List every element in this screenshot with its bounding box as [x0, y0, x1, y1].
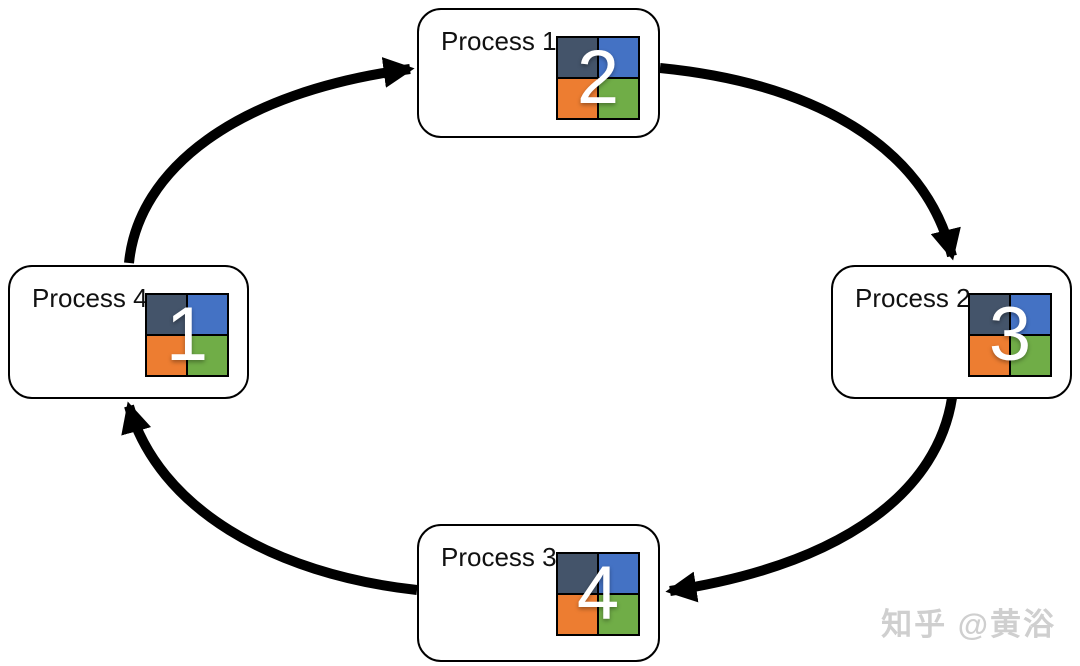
grid-cell-top-right: [599, 554, 638, 593]
arrow-process3-to-process4: [121, 401, 418, 595]
grid-cell-top-right: [1011, 295, 1050, 334]
grid-cell-top-left: [970, 295, 1009, 334]
process-box-2: Process 2 3: [831, 265, 1072, 399]
grid-cell-top-left: [147, 295, 186, 334]
process-box-4: Process 4 1: [8, 265, 249, 399]
grid-cell-bottom-right: [599, 79, 638, 118]
grid-cell-bottom-left: [970, 336, 1009, 375]
grid-cell-top-left: [558, 38, 597, 77]
grid-cell-bottom-left: [558, 595, 597, 634]
process-label: Process 2: [855, 283, 971, 313]
grid-cell-top-right: [188, 295, 227, 334]
grid-cell-bottom-right: [1011, 336, 1050, 375]
quad-grid: [556, 552, 640, 636]
grid-cell-bottom-right: [188, 336, 227, 375]
quad-grid: [145, 293, 229, 377]
watermark: 知乎 @黄浴: [881, 607, 1056, 642]
process-label: Process 1: [441, 26, 557, 56]
arrow-process1-to-process2: [659, 63, 961, 261]
grid-cell-top-right: [599, 38, 638, 77]
arrow-process2-to-process3: [665, 397, 957, 603]
process-box-1: Process 1 2: [417, 8, 660, 138]
process-box-3: Process 3 4: [417, 524, 660, 662]
arrow-process4-to-process1: [124, 57, 415, 264]
quad-grid: [556, 36, 640, 120]
grid-cell-bottom-left: [147, 336, 186, 375]
process-label: Process 4: [32, 283, 148, 313]
grid-cell-bottom-left: [558, 79, 597, 118]
grid-cell-bottom-right: [599, 595, 638, 634]
process-label: Process 3: [441, 542, 557, 572]
quad-grid: [968, 293, 1052, 377]
grid-cell-top-left: [558, 554, 597, 593]
